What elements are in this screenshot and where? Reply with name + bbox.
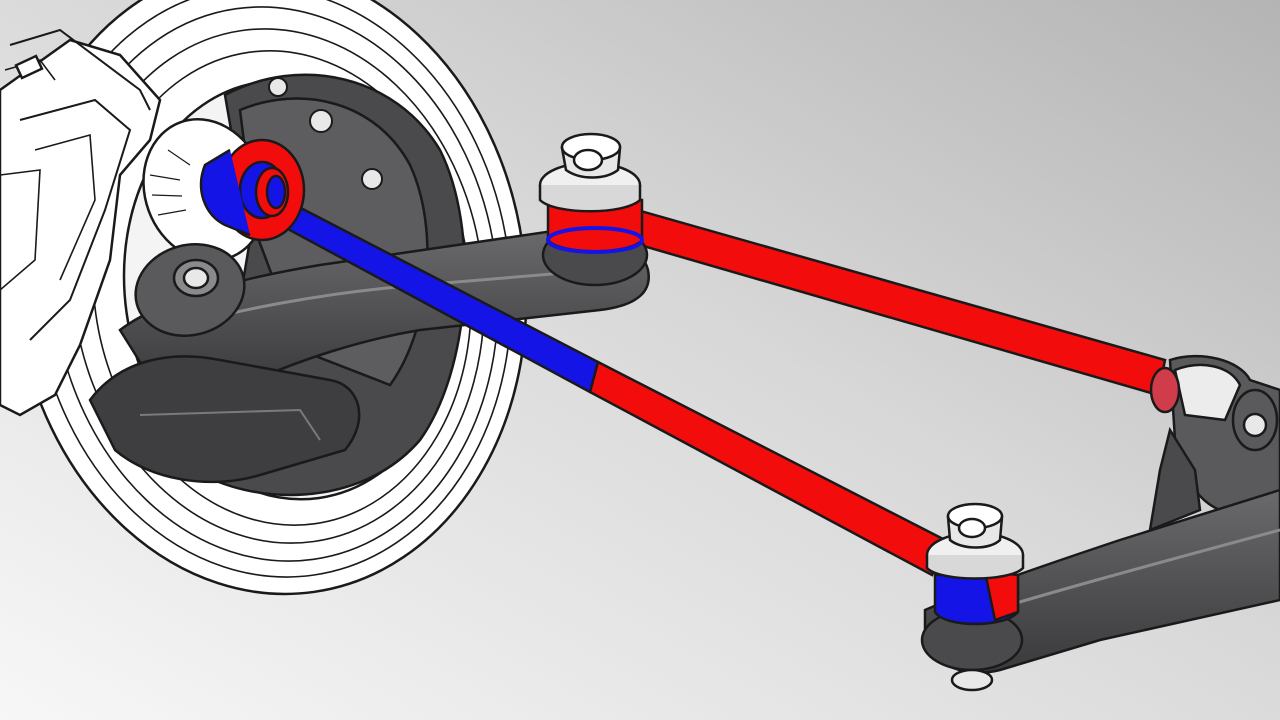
bolt-icon [946, 502, 1004, 549]
tie-rod-red-section [588, 360, 947, 577]
tie-rod-icon [199, 138, 947, 577]
bolt-icon [1242, 412, 1268, 438]
knuckle-lower [88, 355, 361, 484]
bolt-icon [268, 77, 383, 190]
brake-caliper-icon [0, 28, 162, 417]
ball-joint-icon [920, 502, 1025, 692]
bushing-icon [1149, 366, 1181, 414]
control-arm-icon [88, 228, 650, 484]
ball-joint-icon [538, 132, 649, 287]
bolt-icon [182, 266, 210, 290]
bushing-core-center [265, 174, 287, 210]
hub-rays [149, 149, 191, 216]
bolt-icon [560, 132, 622, 179]
bushing-rear [199, 148, 251, 237]
knuckle-detail [139, 408, 321, 441]
